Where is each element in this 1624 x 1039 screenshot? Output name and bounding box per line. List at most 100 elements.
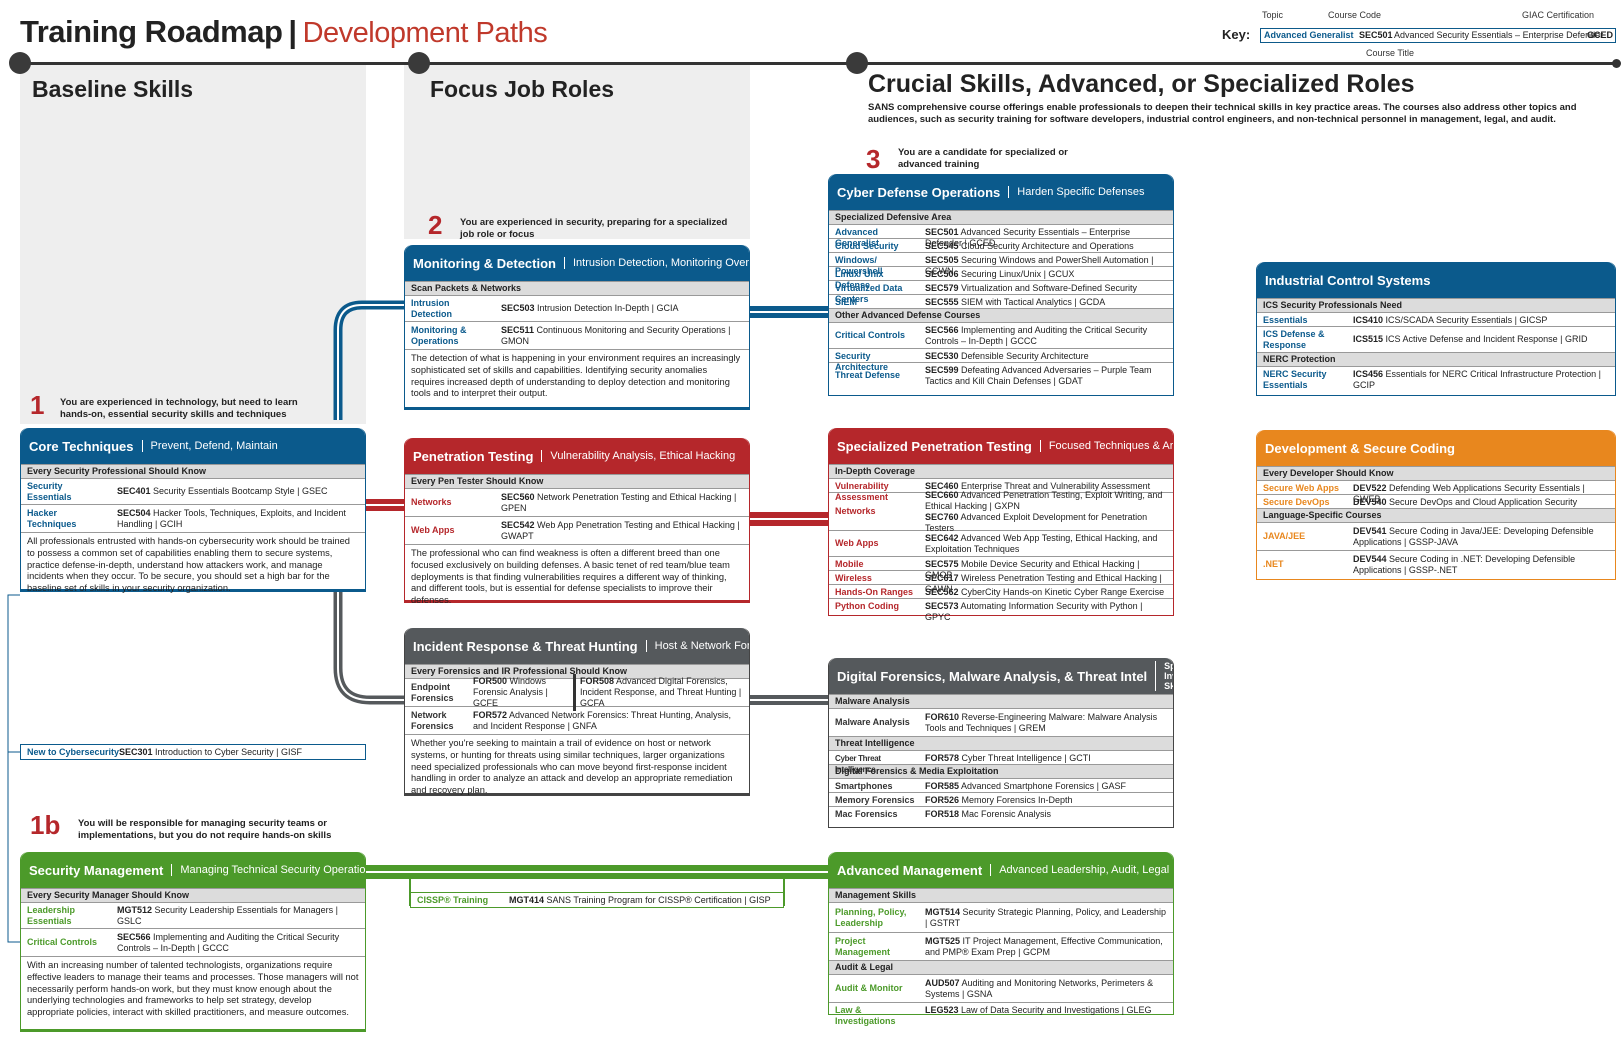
forensics-section-label-2: Threat Intelligence xyxy=(829,736,1173,750)
digital-forensics-card: Digital Forensics, Malware Analysis, & T… xyxy=(828,658,1174,828)
monitoring-subtitle: Intrusion Detection, Monitoring Over Tim… xyxy=(564,257,749,269)
course-topic: Wireless xyxy=(835,573,872,583)
course-code: FOR610 xyxy=(925,711,960,722)
course-topic: JAVA/JEE xyxy=(1263,531,1306,541)
course-code: SEC555 xyxy=(925,297,959,307)
course-row[interactable]: Advanced Generalist SEC501 Advanced Secur… xyxy=(829,224,1173,248)
course-topic: Security Architecture xyxy=(835,351,889,372)
course-code: SEC460 xyxy=(925,481,959,491)
course-code: SEC401 xyxy=(117,486,151,496)
step-1-number: 1 xyxy=(30,390,45,420)
course-code: FOR578 xyxy=(925,753,960,763)
step-1b-text: You will be responsible for managing sec… xyxy=(78,818,332,841)
course-row[interactable]: Endpoint Forensics FOR500 Windows Forens… xyxy=(405,674,749,711)
key-example: Advanced Generalist SEC501 Advanced Secu… xyxy=(1260,28,1616,43)
step-3-number: 3 xyxy=(866,144,881,174)
course-code: SEC642 xyxy=(925,532,959,543)
pentest-title: Penetration Testing xyxy=(413,448,534,464)
course-title: Advanced Network Forensics: Threat Hunti… xyxy=(473,709,731,731)
course-code: FOR518 xyxy=(925,809,960,819)
course-topic: Memory Forensics xyxy=(835,795,915,805)
ics-section-label-2: NERC Protection xyxy=(1257,352,1615,366)
incident-subtitle: Host & Network Forensics xyxy=(645,640,749,652)
baseline-heading: Baseline Skills xyxy=(32,76,194,102)
pentest-description: The professional who can find weakness i… xyxy=(405,544,749,610)
course-code: DEV544 xyxy=(1353,553,1387,564)
course-title: Secure Coding in Java/JEE: Developing De… xyxy=(1353,525,1594,547)
key-example-cert: GCED xyxy=(1587,30,1614,40)
new-to-cybersecurity-box[interactable]: New to Cybersecurity SEC301 Introduction… xyxy=(20,744,366,760)
timeline-dot-baseline xyxy=(9,52,31,74)
course-topic: Secure Web Apps xyxy=(1263,483,1340,493)
course-title: Secure DevOps and Cloud Application Secu… xyxy=(1389,497,1578,507)
course-topic: Python Coding xyxy=(835,601,899,611)
course-title: Secure Coding in .NET: Developing Defens… xyxy=(1353,553,1576,575)
course-title: Implementing and Auditing the Critical S… xyxy=(925,324,1148,346)
course-title: Advanced Web App Testing, Ethical Hackin… xyxy=(925,532,1158,554)
course-title: Enterprise Threat and Vulnerability Asse… xyxy=(961,481,1151,491)
course-code: ICS515 xyxy=(1353,334,1384,344)
course-title: Defending Web Applications Security Esse… xyxy=(1353,483,1585,504)
course-code: SEC501 xyxy=(925,227,959,237)
course-title: Cyber Threat Intelligence | GCTI xyxy=(961,753,1091,763)
course-topic: Advanced Generalist xyxy=(835,227,880,248)
course-title: Advanced Security Essentials – Enterpris… xyxy=(925,227,1131,248)
forensics-header: Digital Forensics, Malware Analysis, & T… xyxy=(829,658,1173,694)
course-code: SEC301 xyxy=(119,747,153,757)
course-code: FOR585 xyxy=(925,781,960,791)
course-topic: Windows/ Powershell xyxy=(835,255,883,276)
monitoring-description: The detection of what is happening in yo… xyxy=(405,349,749,403)
course-code: SEC545 xyxy=(925,241,959,251)
course-topic: Mobile xyxy=(835,559,864,569)
course-row[interactable]: Cyber Threat IntelligenceFOR578 Cyber Th… xyxy=(829,750,1173,774)
incident-header: Incident Response & Threat Hunting Host &… xyxy=(405,628,749,664)
incident-title: Incident Response & Threat Hunting xyxy=(413,638,638,654)
course-topic: Threat Defense xyxy=(835,370,901,380)
cissp-box[interactable]: CISSP® Training MGT414 SANS Training Pro… xyxy=(410,892,784,908)
course-title: Hacker Tools, Techniques, Exploits, and … xyxy=(117,507,346,529)
course-code: SEC660 xyxy=(925,489,959,500)
